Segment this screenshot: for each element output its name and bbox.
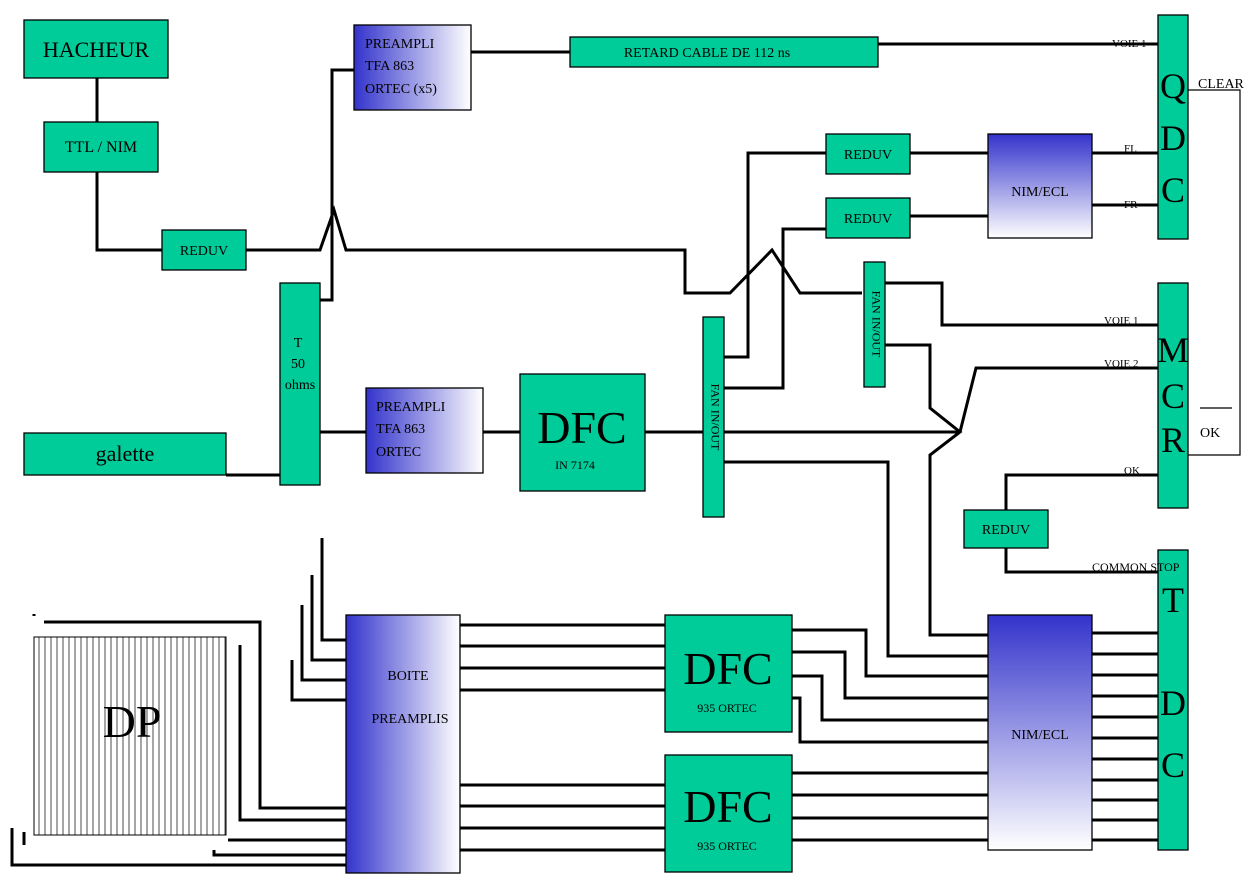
tdc-letter-c: C xyxy=(1161,745,1185,785)
dfc-lower-sublabel: 935 ORTEC xyxy=(697,839,757,853)
dp-detector: DP xyxy=(33,636,227,836)
preampli-bottom-line3: ORTEC xyxy=(376,445,421,460)
fan-in-out-main-module: FAN IN/OUT xyxy=(702,316,725,518)
t-50-ohms-module: T 50 ohms xyxy=(279,282,321,486)
mcr-ok-out-label: OK xyxy=(1200,426,1220,441)
boite-line1: BOITE xyxy=(387,669,428,684)
qdc-letter-c: C xyxy=(1161,170,1185,210)
qdc-module: Q D C xyxy=(1157,14,1189,240)
galette-module: galette xyxy=(23,432,227,476)
reduv-label-4: REDUV xyxy=(982,523,1030,538)
dfc-upper-label: DFC xyxy=(683,643,772,694)
dfc-lower-label: DFC xyxy=(683,781,772,832)
dp-label: DP xyxy=(103,696,162,747)
retard-label: RETARD CABLE DE 112 ns xyxy=(624,46,790,61)
reduv-label-2: REDUV xyxy=(844,148,892,163)
hacheur-module: HACHEUR xyxy=(23,19,169,79)
dfc-main-module: DFC IN 7174 xyxy=(519,373,646,492)
mcr-ok-label: OK xyxy=(1124,465,1140,477)
qdc-letter-q: Q xyxy=(1160,66,1186,106)
qdc-letter-d: D xyxy=(1160,118,1186,158)
reduv-module-1: REDUV xyxy=(161,229,247,271)
fan-in-out-small-module: FAN IN/OUT xyxy=(863,261,886,388)
signal-labels: VOIE 1 CLEAR FL FR VOIE 1 VOIE 2 OK OK C… xyxy=(1092,38,1245,574)
nim-ecl-top-module: NIM/ECL xyxy=(987,133,1093,239)
mcr-voie2-label: VOIE 2 xyxy=(1104,358,1139,370)
t-line1: T xyxy=(294,336,303,351)
ttl-nim-module: TTL / NIM xyxy=(43,121,159,173)
fan-small-label: FAN IN/OUT xyxy=(869,291,883,358)
tdc-module: T D C xyxy=(1157,549,1189,851)
reduv-module-2: REDUV xyxy=(825,133,911,175)
preampli-bottom-line2: TFA 863 xyxy=(376,422,425,437)
clear-label: CLEAR xyxy=(1198,77,1245,92)
mcr-module: M C R xyxy=(1157,282,1189,509)
mcr-letter-m: M xyxy=(1157,330,1189,370)
nim-ecl-bottom-module: NIM/ECL xyxy=(987,614,1093,851)
fl-label: FL xyxy=(1124,143,1137,155)
reduv-module-3: REDUV xyxy=(825,197,911,239)
t-line2: 50 xyxy=(291,357,305,372)
mcr-letter-r: R xyxy=(1161,420,1185,460)
galette-label: galette xyxy=(96,441,155,466)
dfc-upper-sublabel: 935 ORTEC xyxy=(697,701,757,715)
reduv-label-3: REDUV xyxy=(844,212,892,227)
preampli-bottom-module: PREAMPLI TFA 863 ORTEC xyxy=(365,387,484,474)
common-stop-label: COMMON STOP xyxy=(1092,560,1180,574)
preampli-bottom-line1: PREAMPLI xyxy=(376,400,446,415)
reduv-label: REDUV xyxy=(180,244,228,259)
mcr-letter-c: C xyxy=(1161,376,1185,416)
hacheur-label: HACHEUR xyxy=(43,37,150,62)
fan-main-label: FAN IN/OUT xyxy=(708,384,722,451)
qdc-voie1-label: VOIE 1 xyxy=(1112,38,1147,50)
preampli-top-line2: TFA 863 xyxy=(365,59,414,74)
dfc-main-sublabel: IN 7174 xyxy=(555,458,595,472)
tdc-letter-d: D xyxy=(1160,683,1186,723)
dfc-lower-module: DFC 935 ORTEC xyxy=(664,754,793,873)
nim-ecl-bottom-label: NIM/ECL xyxy=(1011,728,1069,743)
nim-ecl-top-label: NIM/ECL xyxy=(1011,185,1069,200)
dfc-main-label: DFC xyxy=(537,402,626,453)
fr-label: FR xyxy=(1124,199,1138,211)
boite-line2: PREAMPLIS xyxy=(371,712,448,727)
wires xyxy=(10,42,1241,867)
dfc-upper-module: DFC 935 ORTEC xyxy=(664,614,793,733)
tdc-letter-t: T xyxy=(1162,580,1184,620)
retard-cable-module: RETARD CABLE DE 112 ns xyxy=(569,36,879,68)
boite-preamplis-module: BOITE PREAMPLIS xyxy=(345,614,461,874)
preampli-top-module: PREAMPLI TFA 863 ORTEC (x5) xyxy=(353,24,472,111)
mcr-voie1-label: VOIE 1 xyxy=(1104,315,1139,327)
preampli-top-line1: PREAMPLI xyxy=(365,37,435,52)
preampli-top-line3: ORTEC (x5) xyxy=(365,82,437,97)
t-line3: ohms xyxy=(285,378,315,393)
ttl-nim-label: TTL / NIM xyxy=(65,139,137,156)
reduv-module-4: REDUV xyxy=(963,509,1049,549)
